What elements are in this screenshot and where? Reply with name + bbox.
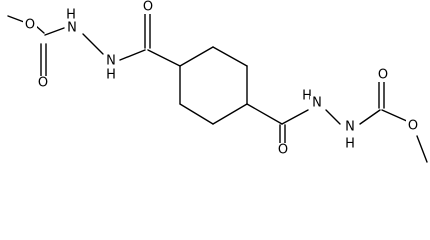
nitrogen-left-2: N bbox=[106, 54, 116, 69]
bond-o-methyl-right bbox=[416, 135, 428, 163]
nitrogen-right-1: N bbox=[312, 96, 322, 111]
oxygen-methoxy-right: O bbox=[408, 119, 418, 134]
oxygen-methoxy-left: O bbox=[25, 18, 35, 33]
bond-c-nh-left bbox=[44, 27, 65, 36]
oxygen-carbonyl-right: O bbox=[378, 68, 388, 83]
ring-bond-4 bbox=[212, 103, 248, 125]
bond-c-nh-right bbox=[281, 109, 309, 125]
bond-nh-nh-left bbox=[82, 33, 104, 55]
oxygen-amide-left: O bbox=[143, 0, 153, 15]
nitrogen-left-1: N bbox=[67, 21, 77, 36]
hydrogen-right-1: H bbox=[302, 89, 312, 104]
nitrogen-right-2: N bbox=[345, 120, 355, 135]
bond-ring-c-right bbox=[246, 103, 283, 125]
ring-bond-2 bbox=[212, 46, 248, 67]
oxygen-carbonyl-left: O bbox=[38, 76, 48, 91]
bond-nh-nh-right bbox=[325, 109, 341, 125]
bonds bbox=[7, 13, 428, 163]
hydrogen-right-2: H bbox=[345, 137, 355, 152]
bond-c-ring-left bbox=[147, 49, 181, 67]
ring-bond-5 bbox=[179, 103, 214, 125]
bond-o-c-left bbox=[35, 25, 45, 34]
atom-labels: O O H N N H O O H N N H O O bbox=[23, 0, 420, 158]
hydrogen-left-1: H bbox=[66, 8, 76, 23]
ring-bond-1 bbox=[179, 46, 214, 67]
chemical-structure: O O H N N H O O H N N H O O bbox=[7, 0, 428, 163]
hydrogen-left-2: H bbox=[106, 68, 116, 83]
bond-c-o-right bbox=[381, 109, 410, 123]
bond-methyl-o-left bbox=[7, 15, 25, 23]
oxygen-amide-right: O bbox=[278, 143, 288, 158]
bond-nh-c-amide-left bbox=[119, 49, 146, 61]
bond-nh-c-right bbox=[359, 109, 381, 125]
